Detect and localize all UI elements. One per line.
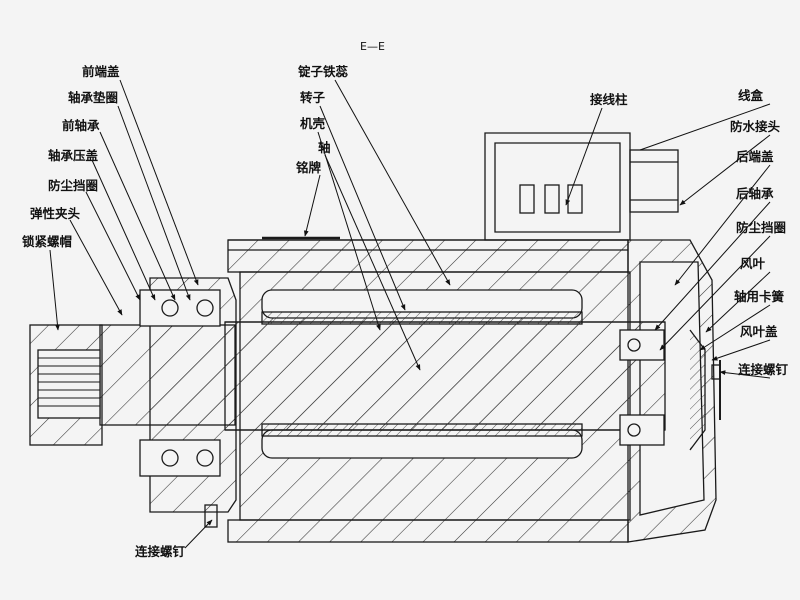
label-housing: 机壳: [300, 116, 326, 131]
label-stator-core: 锭子铁蕊: [298, 64, 349, 79]
label-terminal-box: 线盒: [738, 88, 764, 103]
label-shaft: 轴: [318, 140, 331, 155]
label-nameplate: 铭牌: [296, 160, 322, 175]
label-waterproof-connector: 防水接头: [730, 119, 781, 134]
label-rear-bearing: 后轴承: [736, 186, 774, 201]
label-front-bearing: 前轴承: [62, 118, 100, 133]
label-dust-ring-front: 防尘挡圈: [48, 178, 98, 193]
label-rotor: 转子: [300, 90, 326, 105]
label-lock-nut: 锁紧螺帽: [22, 234, 72, 249]
label-screw-rear: 连接螺钉: [738, 362, 789, 377]
rear-bearing-top: [619, 329, 665, 361]
fan-shape: [689, 329, 706, 451]
front-shaft-shape: [99, 324, 236, 426]
part-labels: 前端盖 轴承垫圈 前轴承 轴承压盖 防尘挡圈 弹性夹头 锁紧螺帽 锭子铁蕊 转子…: [22, 64, 789, 559]
label-rear-end-cover: 后端盖: [736, 149, 774, 164]
label-screw-bottom: 连接螺钉: [135, 544, 186, 559]
rear-bearing-bottom: [619, 414, 665, 446]
housing-bottom-wall: [227, 519, 629, 543]
label-bearing-gland: 轴承压盖: [48, 148, 99, 163]
rotor-shape: [224, 321, 666, 431]
collet-shape: [37, 349, 101, 419]
label-dust-ring-rear: 防尘挡圈: [736, 220, 786, 235]
front-bearing-bottom: [139, 439, 221, 477]
label-fan: 风叶: [740, 256, 766, 271]
label-fan-cover: 风叶盖: [740, 324, 778, 339]
label-front-end-cover: 前端盖: [82, 64, 120, 79]
terminal-box-shape: [484, 132, 631, 241]
label-circlip: 轴用卡簧: [734, 289, 785, 304]
section-title: E—E: [360, 40, 385, 53]
leader-lines: [49, 79, 771, 549]
front-bearing-top: [139, 289, 221, 327]
label-bearing-spacer: 轴承垫圈: [68, 90, 118, 105]
label-terminal: 接线柱: [590, 92, 628, 107]
waterproof-connector-shape: [629, 149, 679, 213]
label-collet: 弹性夹头: [30, 206, 81, 221]
spindle-body: [29, 132, 721, 543]
bottom-screw-shape: [204, 504, 218, 528]
